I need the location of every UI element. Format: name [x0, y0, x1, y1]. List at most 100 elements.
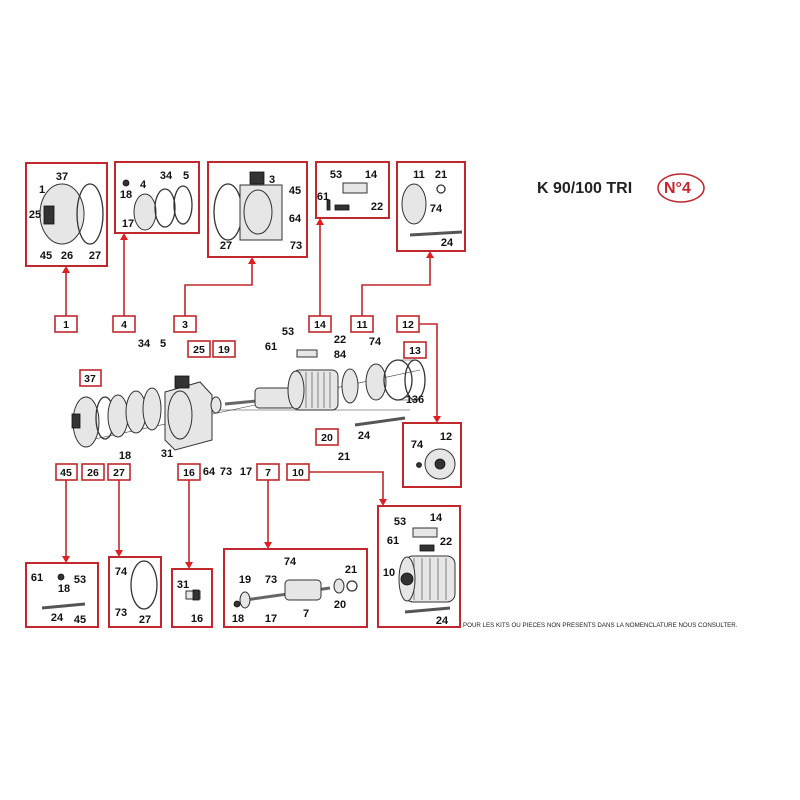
kit-box-12[interactable]: 74 12: [402, 422, 462, 488]
part-label: 26: [61, 250, 73, 262]
part-label: 74: [115, 566, 128, 578]
kit-box-1[interactable]: 37 1 25 45 26 27: [25, 162, 108, 267]
part-label: 61: [265, 341, 277, 353]
part-label: 22: [371, 201, 383, 213]
part-label: 45: [40, 250, 52, 262]
tag-14: 14: [308, 315, 332, 333]
part-label: 64: [203, 466, 216, 478]
tag-12: 12: [396, 315, 420, 333]
tag-25: 25: [187, 340, 211, 358]
part-label: 22: [440, 536, 452, 548]
kit-box-4[interactable]: 18 17 4 34 5: [114, 161, 200, 234]
part-label: 64: [289, 213, 302, 225]
tag-1: 1: [54, 315, 78, 333]
part-label: 17: [240, 466, 252, 478]
svg-text:1: 1: [63, 319, 69, 331]
tag-37: 37: [79, 369, 102, 387]
part-label: 74: [411, 439, 424, 451]
part-label: 53: [282, 326, 294, 338]
part-label: 18: [120, 189, 132, 201]
svg-text:45: 45: [60, 467, 72, 479]
diagram-number: N°4: [664, 180, 691, 197]
kit-tags[interactable]: 1 4 3 14 11 12 13 25 19 37 20 45 26 27 1…: [54, 315, 427, 481]
part-label: 53: [330, 169, 342, 181]
part-label: 21: [345, 564, 357, 576]
part-label: 53: [74, 574, 86, 586]
part-label: 19: [239, 574, 251, 586]
part-label: 5: [183, 170, 189, 182]
kit-box-14[interactable]: 53 14 61 22: [315, 161, 390, 219]
part-label: 11: [413, 169, 425, 181]
part-label: 27: [220, 240, 232, 252]
part-label: 61: [387, 535, 399, 547]
kit-box-3[interactable]: 3 45 64 73 27: [207, 161, 308, 258]
svg-text:3: 3: [182, 319, 188, 331]
svg-text:11: 11: [356, 319, 367, 331]
kit-box-27[interactable]: 74 73 27: [108, 556, 162, 628]
diagram-title: K 90/100 TRI: [537, 180, 632, 197]
tag-13: 13: [403, 341, 427, 359]
part-label: 27: [89, 250, 101, 262]
part-label: 61: [31, 572, 43, 584]
tag-20: 20: [315, 428, 339, 446]
diagram-number-circle: [657, 173, 705, 203]
part-label: 18: [58, 583, 70, 595]
part-label: 34: [138, 338, 151, 350]
part-label: 73: [290, 240, 302, 252]
part-label: 12: [440, 431, 452, 443]
part-label: 16: [191, 613, 203, 625]
part-label: 84: [334, 349, 347, 361]
kit-box-11[interactable]: 11 21 74 24: [396, 161, 466, 252]
tag-7: 7: [256, 463, 280, 481]
part-label: 3: [269, 174, 275, 186]
part-label: 21: [435, 169, 447, 181]
part-label: 17: [122, 218, 134, 230]
svg-text:20: 20: [321, 432, 333, 444]
part-label: 136: [406, 394, 424, 406]
kit-box-7[interactable]: 19 73 74 21 20 18 17 7: [223, 548, 368, 628]
part-label: 73: [265, 574, 277, 586]
part-label: 24: [358, 430, 371, 442]
svg-text:19: 19: [218, 344, 230, 356]
part-label: 25: [29, 209, 41, 221]
part-label: 14: [365, 169, 378, 181]
tag-11: 11: [350, 315, 374, 333]
part-label: 10: [383, 567, 395, 579]
part-label: 1: [39, 184, 45, 196]
tag-4: 4: [112, 315, 136, 333]
part-label: 45: [289, 185, 301, 197]
svg-text:10: 10: [292, 467, 304, 479]
part-label: 34: [160, 170, 173, 182]
part-label: 7: [303, 608, 309, 620]
part-label: 61: [317, 191, 329, 203]
footer-note: POUR LES KITS OU PIECES NON PRESENTS DAN…: [463, 622, 738, 629]
svg-text:37: 37: [84, 373, 96, 385]
kit-box-16[interactable]: 31 16: [171, 568, 213, 628]
part-label: 22: [334, 334, 346, 346]
part-label: 74: [369, 336, 382, 348]
part-label: 74: [284, 556, 297, 568]
part-label: 37: [56, 171, 68, 183]
tag-16: 16: [177, 463, 201, 481]
part-label: 20: [334, 599, 346, 611]
tag-45: 45: [55, 463, 78, 481]
part-label: 27: [139, 614, 151, 626]
svg-text:7: 7: [265, 467, 271, 479]
part-label: 5: [160, 338, 166, 350]
part-label: 21: [338, 451, 350, 463]
part-label: 18: [232, 613, 244, 625]
tag-19: 19: [212, 340, 236, 358]
svg-text:4: 4: [121, 319, 127, 331]
part-label: 18: [119, 450, 131, 462]
part-label: 24: [51, 612, 64, 624]
kit-box-10[interactable]: 53 14 61 22 10 24: [377, 505, 461, 628]
svg-text:26: 26: [87, 467, 99, 479]
main-part-labels: 34 5 61 53 22 84 74 136 24 21 18 31 64 7…: [119, 326, 424, 478]
part-label: 24: [436, 615, 449, 627]
kit-box-45[interactable]: 61 18 53 24 45: [25, 562, 99, 628]
tag-26: 26: [81, 463, 105, 481]
part-label: 53: [394, 516, 406, 528]
svg-text:13: 13: [409, 345, 421, 357]
tag-3: 3: [173, 315, 197, 333]
